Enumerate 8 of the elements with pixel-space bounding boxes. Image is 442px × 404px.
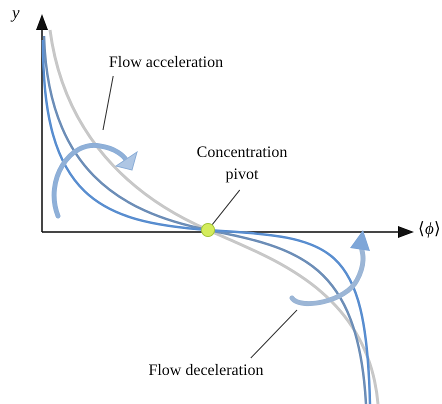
leader-line	[102, 76, 114, 130]
annotation-text: Flow deceleration	[126, 360, 286, 382]
annotation-text: Concentration pivot	[186, 142, 298, 188]
y-axis-label: y	[12, 4, 20, 21]
x-axis-label: ⟨ϕ⟩	[418, 220, 441, 237]
leader-line	[250, 310, 298, 358]
annotation-text: Flow acceleration	[86, 52, 246, 74]
leader-line	[212, 190, 240, 225]
